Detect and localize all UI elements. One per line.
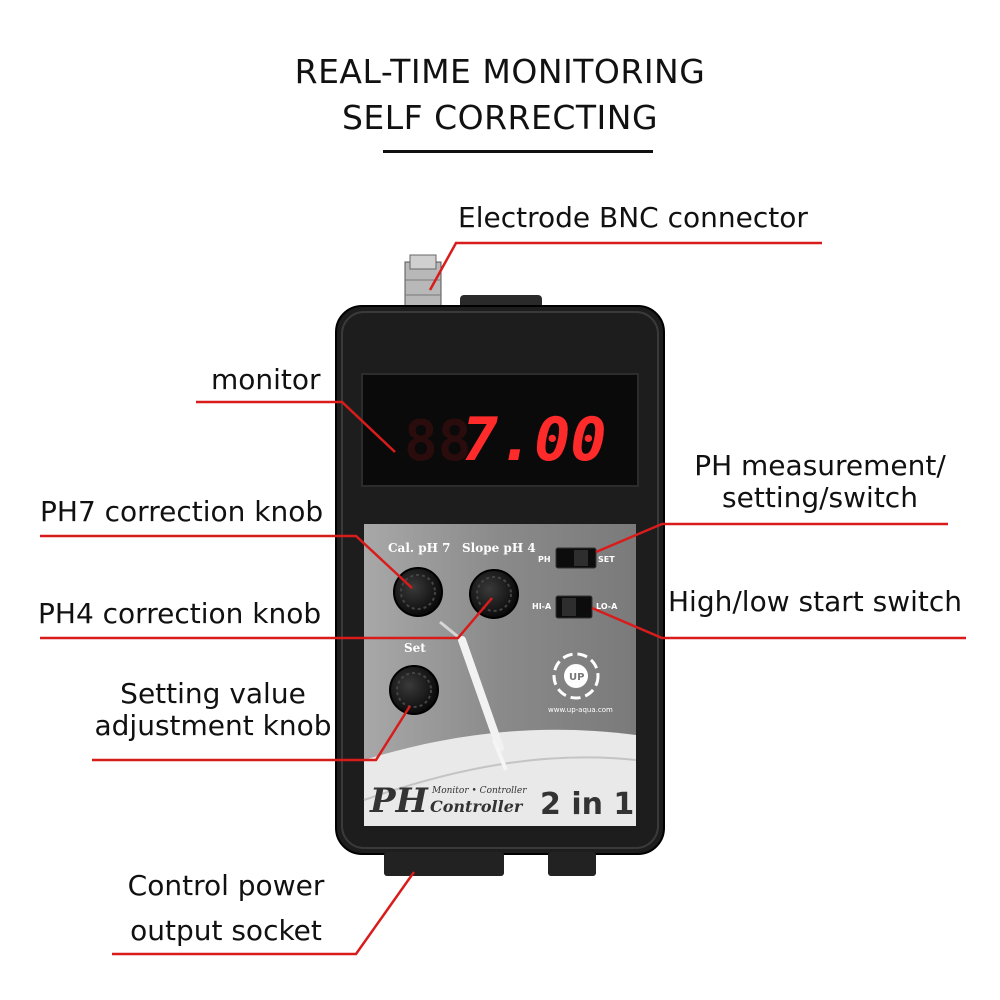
panel-white-swoosh: [364, 729, 636, 826]
headline-underline: [383, 150, 653, 153]
cal-ph7-label: Cal. pH 7: [388, 541, 451, 555]
probe-icon: [458, 636, 504, 752]
switch1-left-label: PH: [538, 555, 551, 564]
switch2-left-label: HI-A: [532, 602, 552, 611]
leader-power: [112, 871, 416, 956]
leader-ph4: [40, 597, 493, 640]
leader-monitor: [196, 400, 396, 453]
brand-controller: Controller: [430, 797, 524, 816]
headline-line-1: REAL-TIME MONITORING: [294, 52, 706, 91]
switch2-right-label: LO-A: [596, 602, 618, 611]
hilo-switch-label: High/low start switch: [668, 585, 962, 618]
ph7-knob-label: PH7 correction knob: [40, 495, 324, 528]
setting-value-knob[interactable]: [389, 665, 439, 715]
bottom-port: [548, 852, 596, 876]
bnc-connector: [404, 254, 442, 313]
monitor-label: monitor: [211, 363, 321, 396]
ph4-knob-label: PH4 correction knob: [38, 597, 322, 630]
up-logo-icon: [552, 652, 600, 700]
leader-electrode: [428, 241, 822, 291]
set-label: Set: [404, 641, 426, 655]
brand-subtitle: Monitor • Controller: [431, 786, 527, 796]
mode-switch-label: PH measurement/ setting/switch: [694, 449, 946, 515]
brand-2in1: 2 in 1: [540, 787, 634, 822]
setting-knob-label: Setting value adjustment knob: [94, 677, 332, 743]
leader-setting: [92, 705, 412, 762]
leader-mode-switch: [595, 522, 948, 554]
ph4-correction-knob[interactable]: [469, 569, 519, 619]
power-socket-label: Control power output socket: [127, 869, 325, 947]
leader-hilo-switch: [591, 606, 966, 640]
display-ghost-digits: 88: [404, 409, 471, 474]
leader-ph7: [40, 534, 413, 589]
ph7-correction-knob[interactable]: [393, 567, 443, 617]
slope-ph4-label: Slope pH 4: [462, 541, 536, 555]
power-output-socket: [384, 852, 504, 876]
logo-text: UP: [569, 672, 584, 683]
logo-url: www.up-aqua.com: [548, 706, 613, 714]
display-reading: 7.00: [462, 405, 607, 475]
electrode-bnc-label: Electrode BNC connector: [458, 201, 808, 234]
callout-leader-lines: [40, 241, 966, 956]
brand-ph: PH: [369, 781, 430, 821]
switch1-right-label: SET: [598, 555, 615, 564]
display-window: [361, 373, 639, 487]
headline-line-2: SELF CORRECTING: [341, 98, 659, 137]
